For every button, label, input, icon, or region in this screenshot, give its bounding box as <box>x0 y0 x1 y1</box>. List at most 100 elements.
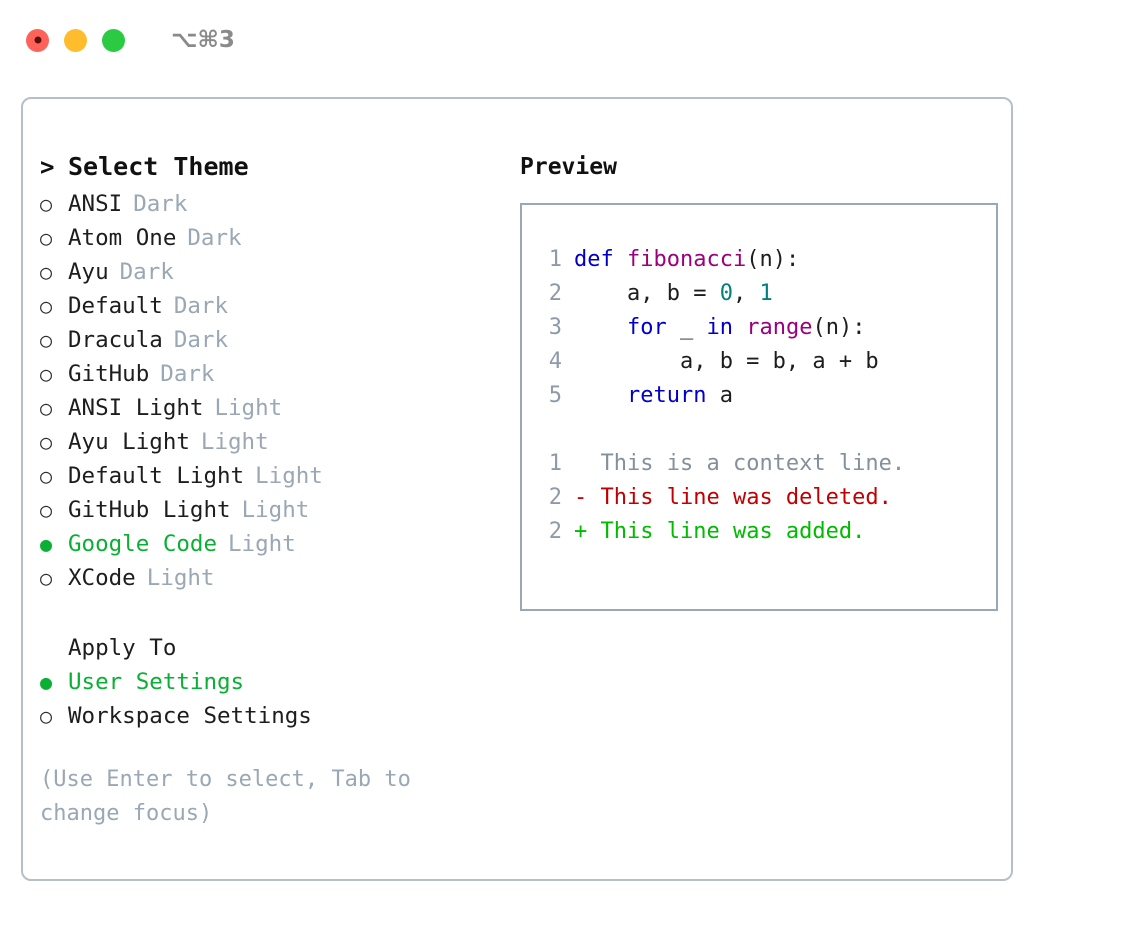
radio-unselected-icon[interactable]: ○ <box>40 498 53 522</box>
theme-variant-badge: Dark <box>160 361 215 387</box>
apply-to-option[interactable]: ○Workspace Settings <box>40 699 520 733</box>
code-token-kw: in <box>706 315 733 340</box>
minimize-window-button[interactable] <box>64 28 87 52</box>
diff-sign: + <box>574 519 588 544</box>
keyboard-hint-text: (Use Enter to select, Tab to change focu… <box>40 767 411 826</box>
keyboard-shortcut-label: ⌥⌘3 <box>171 27 235 53</box>
theme-list-item[interactable]: ○ ANSI Dark <box>40 187 520 221</box>
diff-sign-spacer <box>587 447 600 481</box>
code-token-pl <box>574 383 627 408</box>
theme-variant-badge: Light <box>214 395 283 421</box>
theme-name-label: ANSI <box>68 191 123 217</box>
theme-variant-badge: Dark <box>119 259 174 285</box>
diff-sign-spacer <box>587 481 600 515</box>
zoom-window-button[interactable] <box>102 28 125 52</box>
code-token-pl: _ <box>666 315 707 340</box>
theme-variant-badge: Light <box>200 429 269 455</box>
theme-variant-badge: Light <box>228 531 296 557</box>
section-spacer <box>40 595 520 631</box>
theme-list-item[interactable]: ○ Ayu Dark <box>40 255 520 289</box>
diff-line-text: This line was deleted. <box>600 485 892 510</box>
theme-name-label: ANSI Light <box>68 395 204 421</box>
theme-variant-badge: Dark <box>173 327 229 353</box>
title-bar: ⌥⌘3 <box>0 0 1140 80</box>
theme-variant-badge: Light <box>241 497 310 523</box>
apply-to-option[interactable]: ● User Settings <box>40 665 520 699</box>
theme-name-label: Ayu Light <box>68 429 190 455</box>
code-token-num: 1 <box>759 281 773 306</box>
code-token-fn: fibonacci <box>626 247 747 272</box>
code-line-text: a, b = b, a + b <box>574 345 879 379</box>
theme-name-label: Ayu <box>68 259 109 285</box>
theme-list-item[interactable]: ○ Atom One Dark <box>40 221 520 255</box>
code-line: 4 a, b = b, a + b <box>536 345 996 379</box>
radio-unselected-icon[interactable]: ○ <box>40 362 53 386</box>
preview-heading: Preview <box>520 154 617 180</box>
code-token-num: 0 <box>719 281 733 306</box>
radio-unselected-icon[interactable]: ○ <box>40 192 53 216</box>
radio-unselected-icon[interactable]: ○ <box>40 260 53 284</box>
radio-unselected-icon[interactable]: ○ <box>40 328 53 352</box>
traffic-light-group <box>26 28 125 52</box>
close-window-button[interactable] <box>26 28 49 52</box>
radio-selected-icon[interactable]: ● <box>40 670 53 694</box>
code-line-number: 3 <box>548 315 562 340</box>
theme-name-label: Atom One <box>68 225 177 251</box>
radio-unselected-icon[interactable]: ○ <box>40 704 53 728</box>
radio-unselected-icon[interactable]: ○ <box>40 226 53 250</box>
diff-line: 1 This is a context line. <box>536 447 996 481</box>
theme-list-item[interactable]: ○ ANSI Light Light <box>40 391 520 425</box>
diff-line: 2- This line was deleted. <box>536 481 996 515</box>
code-token-pl: a, b = <box>574 281 720 306</box>
diff-sample: 1 This is a context line.2- This line wa… <box>536 447 996 549</box>
code-line: 2 a, b = 0, 1 <box>536 277 996 311</box>
theme-name-label: Google Code <box>68 531 218 557</box>
theme-list-item[interactable]: ● Google Code Light <box>40 527 520 561</box>
theme-variant-badge: Dark <box>187 225 242 251</box>
code-token-kw: def <box>574 247 627 272</box>
code-token-pl: a <box>706 383 733 408</box>
radio-unselected-icon[interactable]: ○ <box>40 430 53 454</box>
theme-name-label: Default Light <box>68 463 245 489</box>
code-token-pl: a, b = b, a + b <box>574 349 879 374</box>
theme-list-item[interactable]: ○ GitHub Dark <box>40 357 520 391</box>
diff-sign <box>574 447 587 481</box>
code-line: 3 for _ in range(n): <box>536 311 996 345</box>
theme-list-item[interactable]: ○ Default Light Light <box>40 459 520 493</box>
diff-line-text: This is a context line. <box>600 451 906 476</box>
theme-list-item[interactable]: ○ Ayu Light Light <box>40 425 520 459</box>
apply-to-heading: Apply To <box>68 635 177 661</box>
apply-to-option-label: User Settings <box>68 669 245 695</box>
radio-unselected-icon[interactable]: ○ <box>40 464 53 488</box>
theme-variant-badge: Light <box>255 463 323 489</box>
diff-line-number: 2 <box>548 485 562 510</box>
code-token-pl: , <box>732 281 760 306</box>
radio-selected-icon[interactable]: ● <box>40 532 53 556</box>
code-line-text: for _ in range(n): <box>574 311 865 345</box>
theme-name-label: XCode <box>68 565 136 591</box>
code-line-number: 5 <box>548 383 562 408</box>
apply-to-option-list: ● User Settings ○Workspace Settings <box>40 665 520 733</box>
radio-unselected-icon[interactable]: ○ <box>40 294 53 318</box>
diff-line-number: 1 <box>548 451 562 476</box>
code-token-fn: range <box>746 315 813 340</box>
code-line-text: a, b = 0, 1 <box>574 277 773 311</box>
theme-name-label: Default <box>68 293 163 319</box>
code-line-number: 4 <box>548 349 562 374</box>
code-line-number: 2 <box>548 281 562 306</box>
radio-unselected-icon[interactable]: ○ <box>40 566 53 590</box>
theme-name-label: GitHub <box>68 361 150 387</box>
diff-line-number: 2 <box>548 519 562 544</box>
radio-unselected-icon[interactable]: ○ <box>40 396 53 420</box>
diff-line-text: This line was added. <box>600 519 866 544</box>
theme-variant-badge: Dark <box>133 191 188 217</box>
caret-icon: > <box>40 153 55 181</box>
